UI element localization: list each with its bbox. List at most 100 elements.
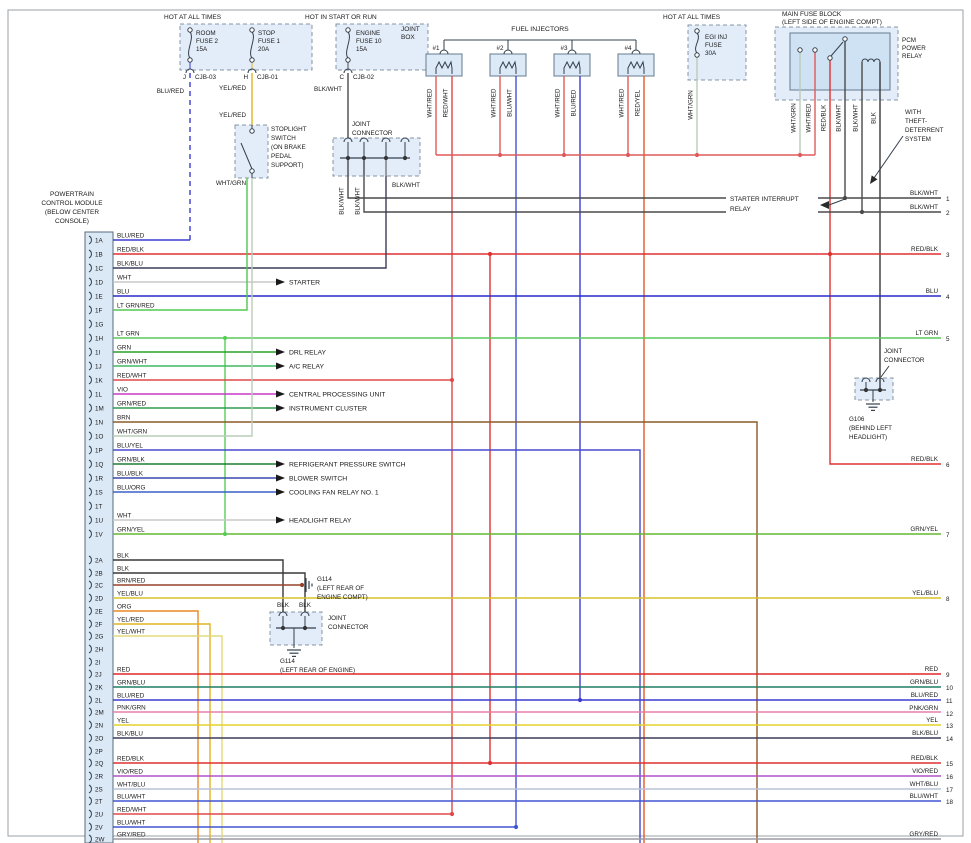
terminal <box>187 57 193 63</box>
circuit-number: 10 <box>946 685 954 692</box>
wire-color-label: ORG <box>117 604 131 611</box>
wire-color-label: BLK/WHT <box>853 104 860 132</box>
symbol <box>88 305 92 315</box>
symbol <box>88 375 92 385</box>
symbol <box>247 68 257 74</box>
right-wire-label: BLU/RED <box>911 692 939 699</box>
wire-color-label: RED/BLK <box>117 247 145 254</box>
terminal <box>249 128 255 134</box>
joint-connector-box <box>332 137 421 177</box>
symbol <box>88 720 92 730</box>
wire-color-label: BLU/YEL <box>117 443 143 450</box>
wire-color-label: BLU/RED <box>117 233 145 240</box>
symbol <box>88 796 92 806</box>
symbol <box>88 631 92 641</box>
junction-dot <box>302 625 308 631</box>
symbol <box>88 606 92 616</box>
wire <box>113 449 641 843</box>
pin-label: 2T <box>95 799 103 806</box>
junction-dot <box>497 152 503 158</box>
pin-label: 1B <box>95 252 103 259</box>
symbol <box>185 68 195 74</box>
joint-box-left <box>179 23 313 71</box>
right-wire-label: YEL <box>926 717 938 724</box>
symbol <box>88 619 92 629</box>
symbol <box>250 31 254 59</box>
destination-label: BLOWER SWITCH <box>289 476 347 483</box>
symbol <box>88 347 92 357</box>
pin-label: 2G <box>95 634 104 641</box>
wire-color-label: PNK/GRN <box>117 705 146 712</box>
wire-color-label: YEL/RED <box>219 112 246 119</box>
wire-color-label: VIO <box>117 387 128 394</box>
wire <box>113 178 248 311</box>
main-fuse-block-label: (LEFT SIDE OF ENGINE COMPT) <box>782 19 882 26</box>
circuit-number: 18 <box>946 799 954 806</box>
wire <box>113 421 758 843</box>
arrow-right-icon <box>276 488 285 496</box>
terminal <box>345 57 351 63</box>
right-wire-label: BLK/BLU <box>912 730 938 737</box>
pin-label: 2K <box>95 685 104 692</box>
fuel-injectors-label: FUEL INJECTORS <box>511 26 569 33</box>
hot-at-all-times-label: HOT AT ALL TIMES <box>663 14 721 21</box>
terminal <box>827 55 833 61</box>
pin-label: 1F <box>95 308 103 315</box>
theft-deterrent-note: WITH <box>905 109 922 116</box>
junction-dot <box>299 582 305 588</box>
pin-label: 1E <box>95 294 103 301</box>
fuse-label: FUSE 1 <box>258 38 281 45</box>
symbol <box>503 49 513 55</box>
circuit-number: 7 <box>946 532 950 539</box>
junction-dot <box>863 387 869 393</box>
wire <box>363 158 941 213</box>
wire-color-label: WHT/BLU <box>117 782 146 789</box>
starter-interrupt-relay-label: RELAY <box>730 206 751 213</box>
pin-label: 2O <box>95 736 104 743</box>
circuit-number: 17 <box>946 787 954 794</box>
pcm-title: CONTROL MODULE <box>41 200 103 207</box>
destination-label: HEADLIGHT RELAY <box>289 518 352 525</box>
wire <box>829 58 941 465</box>
circuit-number: 1 <box>946 196 950 203</box>
wire-color-label: BLK <box>871 111 878 124</box>
symbol <box>88 445 92 455</box>
pin-label: 2D <box>95 596 104 603</box>
junction-dot <box>383 155 389 161</box>
symbol <box>88 657 92 667</box>
terminal <box>694 28 700 34</box>
joint-connector-label: CONNECTOR <box>328 624 369 631</box>
wire-color-label: RED/WHT <box>443 88 450 117</box>
junction-dot <box>222 531 228 537</box>
wire-color-label: RED <box>117 667 131 674</box>
wire-color-label: BLK/WHT <box>355 187 362 215</box>
symbol <box>400 137 410 143</box>
symbol <box>359 137 369 143</box>
pin-label: 2Q <box>95 761 104 768</box>
wire-color-label: WHT/GRN <box>688 90 695 120</box>
joint-connector-label: JOINT <box>328 615 346 622</box>
pin-label: 1T <box>95 504 103 511</box>
symbol <box>88 431 92 441</box>
wire-color-label: WHT/RED <box>619 88 626 117</box>
g106-joint-connector-box <box>854 377 894 401</box>
symbol <box>88 682 92 692</box>
pin-label: 2E <box>95 609 103 616</box>
junction-dot <box>513 824 519 830</box>
stoplight-switch-label: STOPLIGHT <box>271 126 307 133</box>
stoplight-switch-label: (ON BRAKE <box>271 144 306 151</box>
terminal <box>249 168 255 174</box>
wire-color-label: WHT/RED <box>806 103 813 132</box>
fuse-label: 30A <box>705 50 717 57</box>
junction-dot <box>449 377 455 383</box>
wire-color-label: BLK/WHT <box>836 104 843 132</box>
ground-label: (BEHIND LEFT <box>849 425 892 432</box>
right-wire-label: RED <box>925 666 939 673</box>
pcm-power-relay-label: PCM <box>902 37 916 44</box>
cjb-connector-label: CJB-03 <box>195 74 216 81</box>
circuit-number: 15 <box>946 761 954 768</box>
label-backing <box>726 192 818 213</box>
fuse-label: FUSE 10 <box>356 38 382 45</box>
wire-color-label: BLK/WHT <box>339 187 346 215</box>
